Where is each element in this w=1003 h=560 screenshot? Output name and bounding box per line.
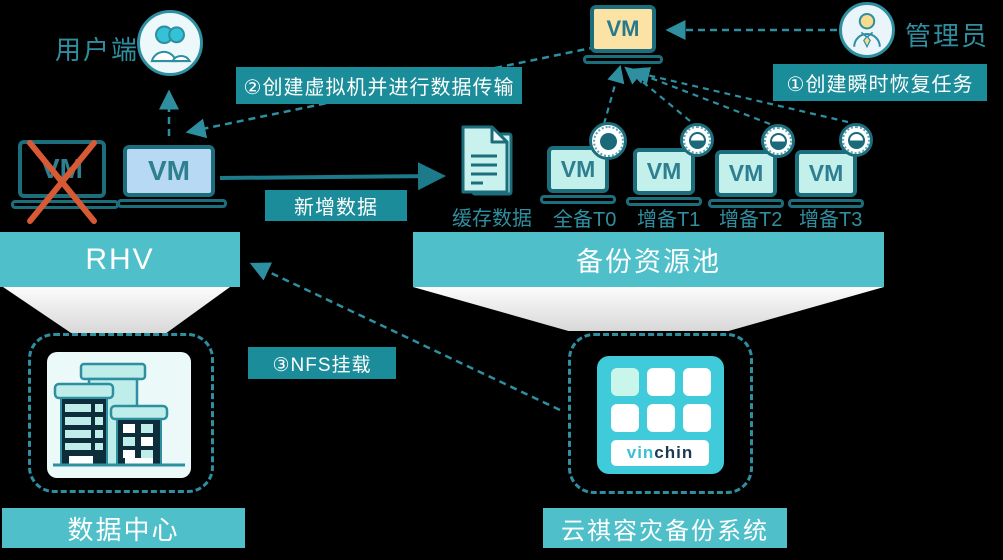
document-cache-icon <box>461 125 513 196</box>
datacenter-dashed-box <box>28 333 214 493</box>
vinchin-grid-cell <box>647 404 675 432</box>
datacenter-node <box>47 352 191 478</box>
vinchin-grid-cell <box>611 404 639 432</box>
backup-vm-t1-label: 增备T1 <box>637 209 701 231</box>
vinchin-system-banner: 云祺容灾备份系统 <box>543 508 787 548</box>
vinchin-dashed-box <box>568 333 753 494</box>
vinchin-logo-chin: chin <box>654 443 694 462</box>
backup-vm-t3-label: 增备T3 <box>799 209 863 231</box>
admin-person-icon <box>853 13 881 49</box>
source-vm-laptop: VM <box>117 145 227 208</box>
backup-vm-t1-base <box>626 197 702 206</box>
backup-vm-t2-label: 增备T2 <box>719 209 783 231</box>
vinchin-grid-cell <box>611 368 639 396</box>
backup-vm-t3-base <box>788 199 864 208</box>
arrow-vinchin-to-rhv <box>249 262 561 412</box>
step2-banner: ②创建虚拟机并进行数据传输 <box>236 67 522 104</box>
arrow-t2-to-vm <box>627 67 771 126</box>
pool-banner: 备份资源池 <box>413 232 884 287</box>
vinchin-grid-cell <box>647 368 675 396</box>
failed-vm-laptop: VM <box>11 140 119 209</box>
failed-vm-base <box>11 200 119 209</box>
arrow-t0-to-vm <box>602 64 625 125</box>
backup-vm-t3-laptop: VM <box>788 150 864 208</box>
step1-banner: ①创建瞬时恢复任务 <box>773 64 987 101</box>
cache-data-label: 缓存数据 <box>452 208 532 230</box>
recovery-vm-laptop: VM <box>583 5 663 64</box>
backup-vm-t2-screen: VM <box>715 150 777 197</box>
backup-vm-t2-laptop: VM <box>708 150 784 208</box>
datacenter-banner: 数据中心 <box>2 508 245 548</box>
arrow-t3-to-vm <box>631 66 849 124</box>
cache-document-node <box>458 124 516 205</box>
arrow-new-data <box>219 162 446 191</box>
new-data-banner: 新增数据 <box>265 190 407 221</box>
backup-vm-t1-screen: VM <box>633 148 695 195</box>
source-vm-base <box>117 199 227 208</box>
user-client-node <box>137 10 203 76</box>
users-icon <box>150 25 192 63</box>
clock-incremental-backup-icon-t3 <box>839 123 873 157</box>
backup-vm-t0-base <box>540 195 616 204</box>
backup-vm-t2-base <box>708 199 784 208</box>
recovery-vm-base <box>583 55 663 64</box>
datacenter-buildings-icon <box>53 362 185 467</box>
failed-vm-screen: VM <box>18 140 106 198</box>
clock-incremental-backup-icon-t1 <box>680 123 714 157</box>
rhv-banner: RHV <box>0 232 240 287</box>
vinchin-grid-cell <box>683 368 711 396</box>
arrow-t1-to-vm <box>624 66 691 122</box>
step3-banner: ③NFS挂载 <box>248 347 396 379</box>
source-vm-screen: VM <box>123 145 215 197</box>
backup-vm-t0-label: 全备T0 <box>553 209 617 231</box>
user-client-label: 用户端 <box>55 35 140 65</box>
vinchin-logo-vin: vin <box>626 443 655 462</box>
clock-full-backup-icon <box>589 122 627 160</box>
vinchin-grid-cell <box>683 404 711 432</box>
backup-vm-t1-laptop: VM <box>626 148 702 206</box>
vinchin-grid <box>611 368 711 432</box>
clock-incremental-backup-icon-t2 <box>761 124 795 158</box>
admin-node <box>839 2 895 58</box>
recovery-vm-screen: VM <box>590 5 656 53</box>
backup-vm-t3-screen: VM <box>795 150 857 197</box>
admin-label: 管理员 <box>905 21 990 51</box>
